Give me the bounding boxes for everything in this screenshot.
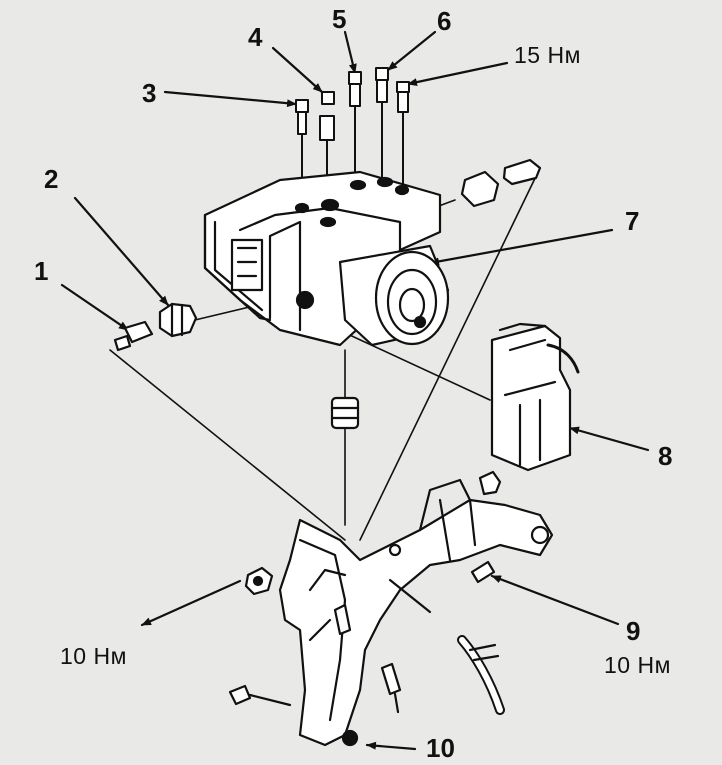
torque-label-left: 10 Нм [60,643,127,669]
callout-1: 1 [34,256,49,286]
torque-label-top: 15 Нм [514,42,581,68]
callout-3: 3 [142,78,157,108]
callout-9: 9 [626,616,641,646]
callout-7: 7 [625,206,640,236]
callout-2: 2 [44,164,59,194]
torque-label-right: 10 Нм [604,652,671,678]
callout-5: 5 [332,4,347,34]
callout-10: 10 [426,733,455,763]
callout-8: 8 [658,441,673,471]
callout-4: 4 [248,22,263,52]
callout-6: 6 [437,6,452,36]
